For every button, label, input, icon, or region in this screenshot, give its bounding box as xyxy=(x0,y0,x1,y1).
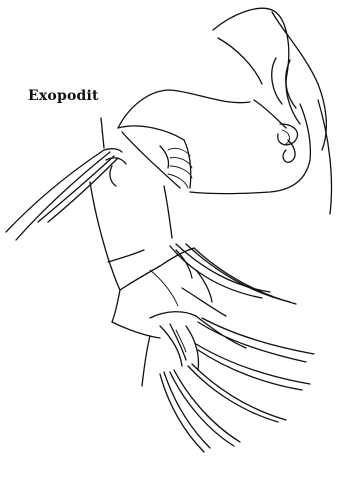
distal-segment xyxy=(142,312,314,452)
exopodit xyxy=(6,149,126,240)
body-outline xyxy=(190,8,332,214)
limb-shaft xyxy=(90,182,194,338)
basal-segment xyxy=(118,90,250,188)
exopodit-pointer-line xyxy=(101,118,104,148)
middle-spines xyxy=(150,244,296,316)
